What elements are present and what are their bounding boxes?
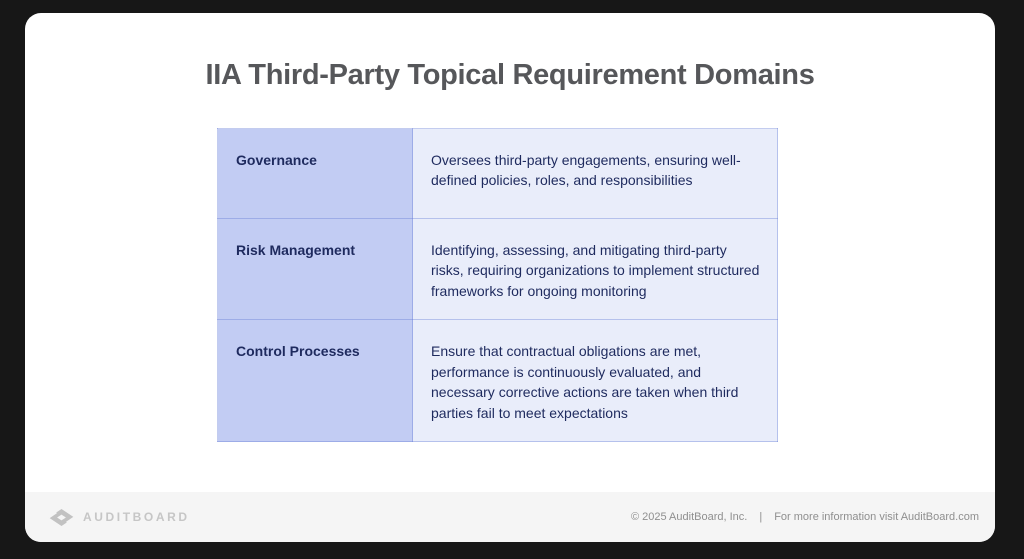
auditboard-logo: AUDITBOARD (48, 508, 190, 527)
table-row: Control Processes Ensure that contractua… (217, 319, 778, 443)
footer-info-text: For more information visit AuditBoard.co… (774, 511, 979, 523)
requirement-domains-table: Governance Oversees third-party engageme… (217, 128, 778, 443)
footer: AUDITBOARD © 2025 AuditBoard, Inc. | For… (25, 492, 995, 542)
table-row: Governance Oversees third-party engageme… (217, 128, 778, 219)
description-cell-governance: Oversees third-party engagements, ensuri… (412, 128, 778, 219)
copyright-text: © 2025 AuditBoard, Inc. (630, 511, 748, 523)
footer-legal-text: © 2025 AuditBoard, Inc. | For more infor… (631, 511, 979, 523)
slide-card: IIA Third-Party Topical Requirement Doma… (25, 13, 995, 542)
description-cell-risk-management: Identifying, assessing, and mitigating t… (412, 217, 778, 321)
domain-cell-governance: Governance (217, 128, 413, 219)
page-title: IIA Third-Party Topical Requirement Doma… (205, 59, 815, 91)
auditboard-wordmark: AUDITBOARD (83, 510, 190, 524)
domain-cell-control-processes: Control Processes (217, 319, 413, 443)
footer-separator: | (759, 511, 763, 523)
auditboard-diamond-eye-icon (48, 508, 75, 527)
domain-cell-risk-management: Risk Management (217, 217, 413, 321)
description-cell-control-processes: Ensure that contractual obligations are … (412, 319, 778, 443)
table-row: Risk Management Identifying, assessing, … (217, 217, 778, 321)
